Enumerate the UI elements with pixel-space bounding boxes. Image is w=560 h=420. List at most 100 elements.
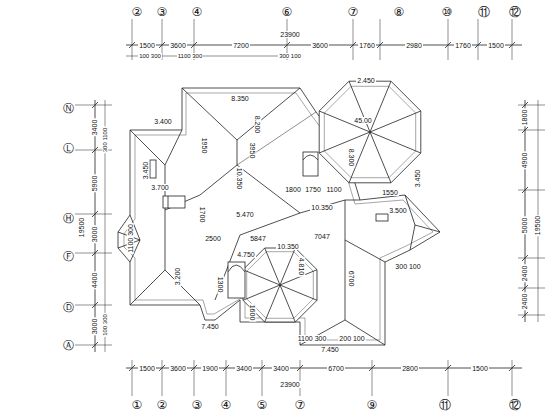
dimension-text: 2800: [401, 365, 419, 372]
axis-label: ⑪: [478, 6, 490, 18]
axis-label: ④: [221, 399, 232, 411]
axis-label: Ⓐ: [63, 340, 74, 351]
dimension-text: 1500: [138, 365, 156, 372]
elevation-label: 5.470: [235, 211, 255, 218]
dimension-text: 1750: [304, 186, 322, 193]
axis-label: ⑫: [509, 399, 521, 411]
dimension-text: 5000: [521, 216, 528, 234]
axis-label: ⑫: [509, 6, 521, 18]
dimension-text: 1500: [138, 42, 156, 49]
elevation-label: 3.400: [153, 118, 173, 125]
elevation-label: 4.810: [299, 256, 306, 276]
dimension-text: 3000: [91, 317, 98, 335]
axis-label: ②: [157, 399, 168, 411]
dimension-text: 1100: [325, 186, 342, 193]
dimension-text: 1100 300: [127, 223, 134, 254]
dimension-text: 6700: [348, 269, 355, 287]
dimension-text: 3600: [311, 42, 329, 49]
axis-label: ⑩: [442, 6, 453, 18]
axis-label: ⑥: [282, 6, 293, 18]
axis-label: ⑧: [394, 6, 405, 18]
elevation-label: 3.450: [143, 160, 150, 180]
dimension-text: 3400: [272, 365, 290, 372]
elevation-label: 8.200: [255, 114, 262, 134]
dimension-text: 1300: [217, 275, 224, 293]
dimension-text: 6700: [327, 365, 345, 372]
dimension-text: 5900: [91, 174, 98, 192]
dimension-text: 1600: [249, 303, 256, 321]
elevation-label: 3.700: [150, 184, 170, 191]
elevation-label: 8.350: [230, 95, 250, 102]
dimension-text: 2500: [204, 235, 222, 242]
dimension-text: 1760: [358, 42, 376, 49]
axis-label: ⑦: [295, 399, 306, 411]
dimension-text: 300 1100: [102, 127, 108, 154]
axis-label: Ⓛ: [63, 143, 74, 154]
axis-label: ③: [157, 6, 168, 18]
dimension-text: 1550: [381, 189, 399, 196]
dimension-text: 3950: [249, 141, 256, 159]
axis-label: ②: [132, 6, 143, 18]
dimension-text: 2400: [521, 264, 528, 282]
dimension-text: 19500: [535, 214, 542, 235]
dimension-text: 2980: [405, 42, 423, 49]
octagon-roof: [243, 81, 421, 322]
dimension-lines: [75, 19, 545, 396]
dimension-text: 1800: [521, 108, 528, 126]
dimension-text: 1100 300: [297, 335, 328, 342]
dimension-text: 1760: [454, 42, 472, 49]
dimension-text: 1800: [284, 186, 302, 193]
axis-label: Ⓝ: [63, 103, 74, 114]
dimension-text: 4900: [521, 151, 528, 169]
axis-label: ③: [192, 399, 203, 411]
dimension-text: 5847: [249, 235, 267, 242]
dimension-text: 100 300: [138, 53, 162, 59]
axis-label: ⑨: [367, 399, 378, 411]
dimension-text: 3600: [169, 42, 187, 49]
elevation-label: 7.450: [320, 346, 340, 353]
elevation-label: 10.350: [310, 204, 333, 211]
axis-label: ④: [192, 6, 203, 18]
elevation-label: 4.750: [236, 251, 256, 258]
dimension-text: 1900: [201, 365, 219, 372]
elevation-label: 3.500: [388, 207, 408, 214]
dimension-text: 300 100: [394, 263, 421, 270]
dimension-text: 1500: [471, 365, 489, 372]
axis-label: Ⓕ: [63, 251, 74, 262]
dimension-text: 2400: [521, 292, 528, 310]
elevation-label: 10.350: [236, 166, 243, 189]
axis-label: Ⓓ: [63, 302, 74, 313]
dimension-text: 4400: [91, 271, 98, 289]
dimension-text: 100 300: [102, 313, 108, 337]
axis-label: Ⓗ: [63, 213, 74, 224]
dimension-text: 1950: [201, 136, 208, 154]
elevation-label: 2.450: [356, 77, 376, 84]
elevation-label: 45.00: [353, 117, 373, 124]
dimension-text: 19500: [79, 216, 86, 237]
elevation-label: 7.450: [200, 323, 220, 330]
dimension-text: 300 100: [278, 53, 302, 59]
dimension-text: 1700: [199, 205, 206, 223]
axis-label: ⑦: [348, 6, 359, 18]
elevation-label: 8.300: [349, 147, 356, 167]
dimension-text: 1100 300: [177, 53, 204, 59]
chimney: [150, 152, 388, 298]
dimension-text: 3400: [235, 365, 253, 372]
dimension-text: 3400: [91, 118, 98, 136]
dimension-text: 7200: [232, 42, 250, 49]
dimension-text: 3600: [169, 365, 187, 372]
dimension-text: 23900: [279, 381, 300, 388]
axis-label: ①: [132, 399, 143, 411]
dimension-text: 200 100: [338, 335, 365, 342]
dimension-text: 3000: [91, 225, 98, 243]
dimension-text: 23900: [279, 31, 300, 38]
dimension-text: 1500: [487, 42, 505, 49]
axis-label: ⑤: [257, 399, 268, 411]
elevation-label: 10.350: [276, 243, 299, 250]
axis-label: ⑪: [439, 399, 451, 411]
elevation-label: 3.450: [415, 168, 422, 188]
dimension-text: 7047: [313, 233, 331, 240]
elevation-label: 3.200: [175, 266, 182, 286]
